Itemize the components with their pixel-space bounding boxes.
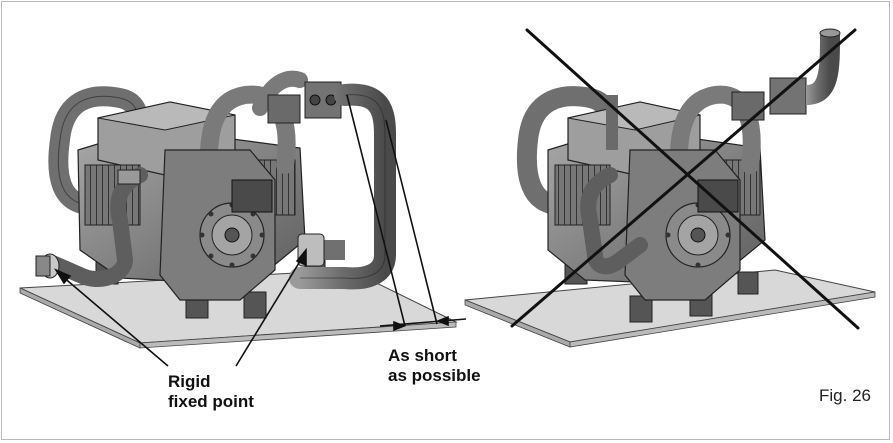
- right-compressor-assembly: [464, 28, 876, 348]
- callout-arrows: [53, 94, 467, 367]
- figure-number: Fig. 26: [819, 386, 871, 405]
- cross-out-mark: [510, 28, 860, 330]
- rigid-label-line2: fixed point: [168, 392, 254, 411]
- short-label-line1: As short: [388, 346, 457, 365]
- as-short-as-possible-label: As short as possible: [388, 346, 481, 386]
- left-compressor-assembly: [19, 70, 458, 349]
- right-riser-pipe: [804, 34, 840, 105]
- rigid-label-line1: Rigid: [168, 372, 211, 391]
- rigid-fixed-point-label: Rigid fixed point: [168, 372, 254, 412]
- left-suction-pipe: [42, 167, 148, 287]
- short-label-line2: as possible: [388, 366, 481, 385]
- left-upper-pipe: [199, 85, 296, 194]
